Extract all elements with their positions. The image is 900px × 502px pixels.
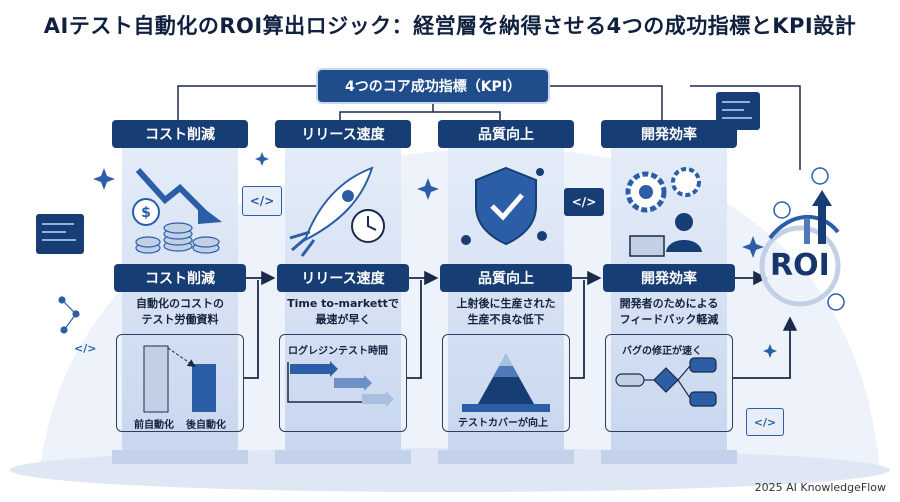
efficiency-panel-label: バグの修正が速く (622, 346, 702, 357)
pillar-quality-description: 上射後に生産された 生産不良な低下 (438, 296, 574, 328)
pillar-speed-sub-label: リリース速度 (277, 264, 409, 292)
quality-panel-label: テストカバーが向上 (458, 418, 548, 429)
svg-text:$: $ (141, 205, 151, 221)
quality-panel (442, 334, 570, 432)
pillar-cost-description: 自動化のコストの テスト労働資料 (112, 296, 248, 328)
pillar-efficiency-desc-line1: 開発者のためによる (619, 297, 719, 310)
gear-illustration (625, 167, 702, 257)
pillar-efficiency-top-label: 開発効率 (601, 120, 737, 148)
pillar-speed-description: Time to-markettで 最速が早く (275, 296, 411, 328)
pillar-quality-desc-line2: 生産不良な低下 (467, 313, 545, 326)
pillar-cost (112, 146, 248, 464)
flow-arrows (244, 270, 798, 379)
speed-panel-label: ログレジンテスト時間 (288, 346, 388, 357)
cost-illustration: $ (132, 167, 222, 254)
code-window-left (36, 214, 84, 254)
cost-panel (116, 334, 244, 432)
pillar-quality-top-label: 品質向上 (438, 120, 574, 148)
efficiency-panel (605, 334, 733, 432)
pillar-cost-sub-label: コスト削減 (114, 264, 246, 292)
code-badge-1: </> (242, 186, 282, 216)
pillar-cost-desc-line2: テスト労働資料 (141, 313, 219, 326)
code-badge-3: </> (746, 408, 784, 436)
pillar-cost-top-label: コスト削減 (112, 120, 248, 148)
pillar-speed-top-label: リリース速度 (275, 120, 411, 148)
cost-panel-label-before: 前自動化 (134, 420, 174, 431)
pillar-speed-desc-line1: Time to-markettで (287, 297, 399, 310)
kpi-banner: 4つのコア成功指標（KPI） (318, 70, 548, 102)
efficiency-flow (615, 357, 717, 407)
quality-pyramid (462, 354, 550, 412)
pillar-efficiency-desc-line2: フィードバック軽減 (619, 313, 719, 326)
network-doodle (58, 296, 80, 334)
pillar-cost-desc-line1: 自動化のコストの (136, 297, 224, 310)
sparkles (93, 152, 777, 358)
code-badge-small: </> (74, 342, 97, 355)
pillar-efficiency-sub-label: 開発効率 (603, 264, 735, 292)
cost-bar-chart (143, 345, 216, 413)
shield-illustration (461, 166, 547, 246)
pillar-speed-desc-line2: 最速が早く (315, 313, 371, 326)
roi-label: ROI (770, 248, 830, 283)
page-title: AIテスト自動化のROI算出ロジック：経営層を納得させる4つの成功指標とKPI設… (43, 14, 857, 38)
code-badge-2: </> (564, 188, 604, 216)
footer-credit: 2025 AI KnowledgeFlow (754, 481, 886, 494)
pillar-quality-desc-line1: 上射後に生産された (456, 297, 556, 310)
speed-step-chart (287, 361, 394, 407)
roi-graphic (759, 167, 845, 311)
speed-panel (279, 334, 407, 432)
banner-connectors (177, 85, 801, 170)
pillar-efficiency-description: 開発者のためによる フィードバック軽減 (601, 296, 737, 328)
rocket-illustration (289, 166, 385, 257)
pillar-quality-sub-label: 品質向上 (440, 264, 572, 292)
cost-panel-label-after: 後自動化 (186, 420, 226, 431)
